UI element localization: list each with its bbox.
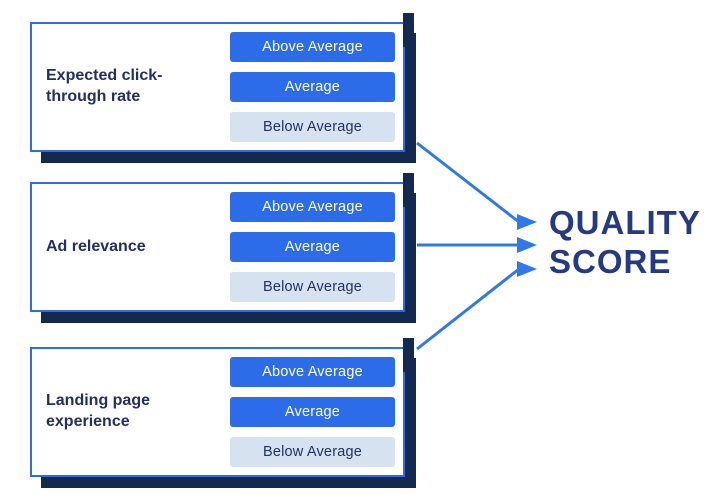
quality-score-title: QUALITY SCORE: [549, 203, 701, 281]
card-ad-relevance-options: Above Average Average Below Average: [230, 192, 395, 302]
arrowhead-icon: [517, 237, 537, 253]
option-average: Average: [230, 72, 395, 102]
card-ad-relevance: Ad relevance Above Average Average Below…: [30, 173, 414, 312]
card-ad-relevance-label: Ad relevance: [46, 237, 146, 255]
arrow-from-expected-ctr: [416, 141, 537, 230]
arrow-line-icon: [416, 141, 520, 224]
card-expected-ctr-options: Above Average Average Below Average: [230, 32, 395, 142]
arrowhead-icon: [517, 214, 537, 230]
arrow-from-ad-relevance: [417, 237, 537, 253]
arrow-line-icon: [416, 267, 520, 351]
option-below-average: Below Average: [230, 112, 395, 142]
option-average: Average: [230, 397, 395, 427]
card-landing-page-experience-label: Landing page experience: [46, 392, 150, 430]
card-expected-ctr: Expected click-through rate Above Averag…: [30, 13, 414, 152]
option-below-average: Below Average: [230, 272, 395, 302]
option-above-average: Above Average: [230, 192, 395, 222]
option-above-average: Above Average: [230, 32, 395, 62]
quality-score-title-line2: SCORE: [549, 243, 672, 280]
arrowhead-icon: [517, 261, 537, 277]
option-below-average: Below Average: [230, 437, 395, 467]
card-landing-page-experience-options: Above Average Average Below Average: [230, 357, 395, 467]
card-landing-page-experience: Landing page experience Above Average Av…: [30, 338, 414, 477]
quality-score-title-line1: QUALITY: [549, 204, 701, 241]
card-expected-ctr-label: Expected click-through rate: [46, 67, 163, 105]
option-above-average: Above Average: [230, 357, 395, 387]
option-average: Average: [230, 232, 395, 262]
arrow-from-landing-page: [416, 261, 537, 351]
